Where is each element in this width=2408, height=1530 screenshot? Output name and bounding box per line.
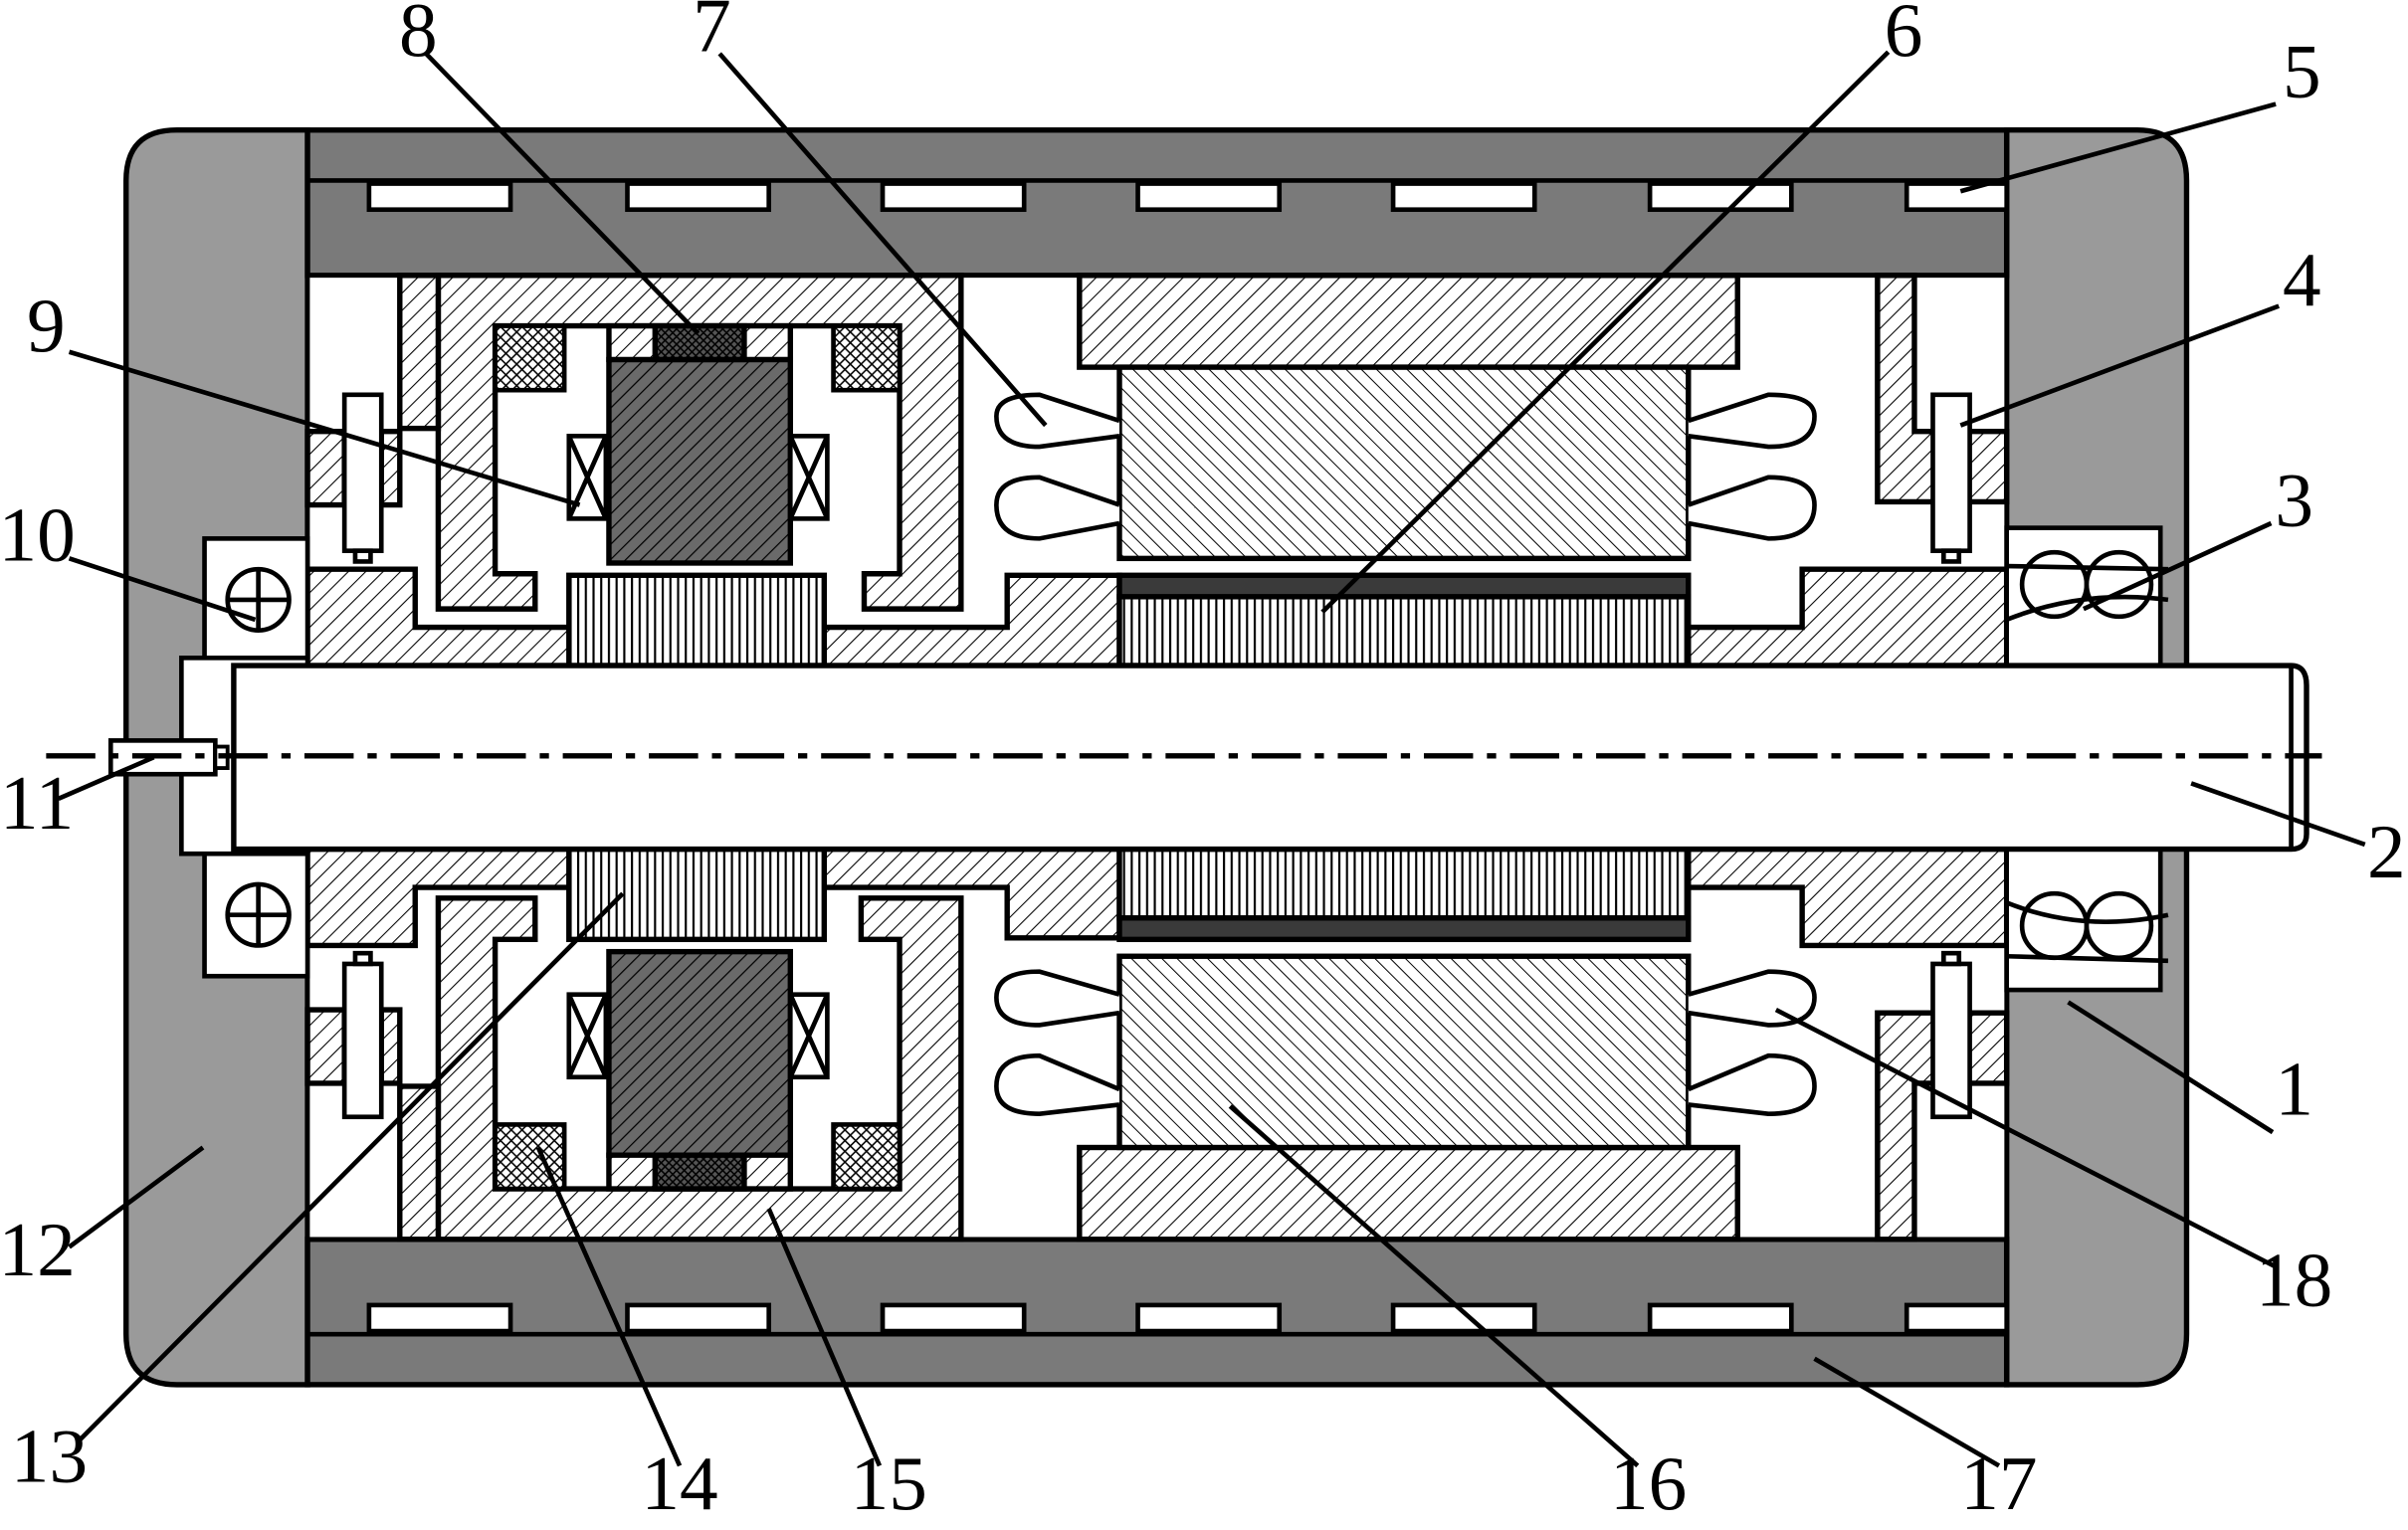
- label-13: 13: [11, 1414, 88, 1499]
- cooling-channels-bottom: [366, 1302, 2009, 1334]
- magnet-8-top: [652, 322, 747, 363]
- aux-rotor-ring-top: [566, 572, 828, 669]
- label-15: 15: [851, 1440, 927, 1526]
- cooling-channels-top: [366, 181, 2009, 213]
- label-7: 7: [693, 0, 731, 68]
- label-8: 8: [399, 0, 438, 73]
- label-10: 10: [0, 492, 76, 578]
- stator-core-top: [1116, 364, 1692, 562]
- magnet-8-bottom: [652, 1152, 747, 1192]
- label-17: 17: [1960, 1440, 2037, 1526]
- label-1: 1: [2275, 1047, 2313, 1132]
- flange-left-top: [397, 273, 442, 432]
- label-6: 6: [1885, 0, 1923, 73]
- rotor-core-bottom: [1116, 846, 1692, 921]
- rotor-core-top: [1116, 594, 1692, 669]
- left-bracket-top: [304, 429, 347, 508]
- pole-piece-bottom: [606, 948, 794, 1158]
- label-16: 16: [1610, 1440, 1687, 1526]
- pole-piece-top: [606, 356, 794, 566]
- right-bracket-bottom: [1875, 1010, 2010, 1243]
- label-4: 4: [2283, 237, 2321, 322]
- left-bracket-bottom: [304, 1007, 347, 1086]
- right-bearings: [2004, 525, 2169, 993]
- label-18: 18: [2256, 1238, 2332, 1323]
- left-bracket-top2: [378, 429, 403, 508]
- stator-yoke-bottom: [1077, 1144, 1740, 1243]
- label-2: 2: [2367, 809, 2406, 894]
- label-11: 11: [0, 760, 74, 846]
- left-bracket-bottom2: [378, 1007, 403, 1086]
- label-9: 9: [27, 283, 66, 368]
- label-3: 3: [2275, 457, 2313, 542]
- right-bracket-top: [1875, 273, 2010, 505]
- rotor-magnet-top: [1116, 572, 1692, 600]
- stator-core-bottom: [1116, 953, 1692, 1151]
- rotor-magnet-bottom: [1116, 915, 1692, 943]
- aux-rotor-ring-bottom: [566, 846, 828, 943]
- leader-lines: [57, 50, 2366, 1468]
- label-12: 12: [0, 1207, 76, 1292]
- label-14: 14: [641, 1440, 717, 1526]
- stator-yoke-top: [1077, 273, 1740, 370]
- label-5: 5: [2283, 29, 2321, 114]
